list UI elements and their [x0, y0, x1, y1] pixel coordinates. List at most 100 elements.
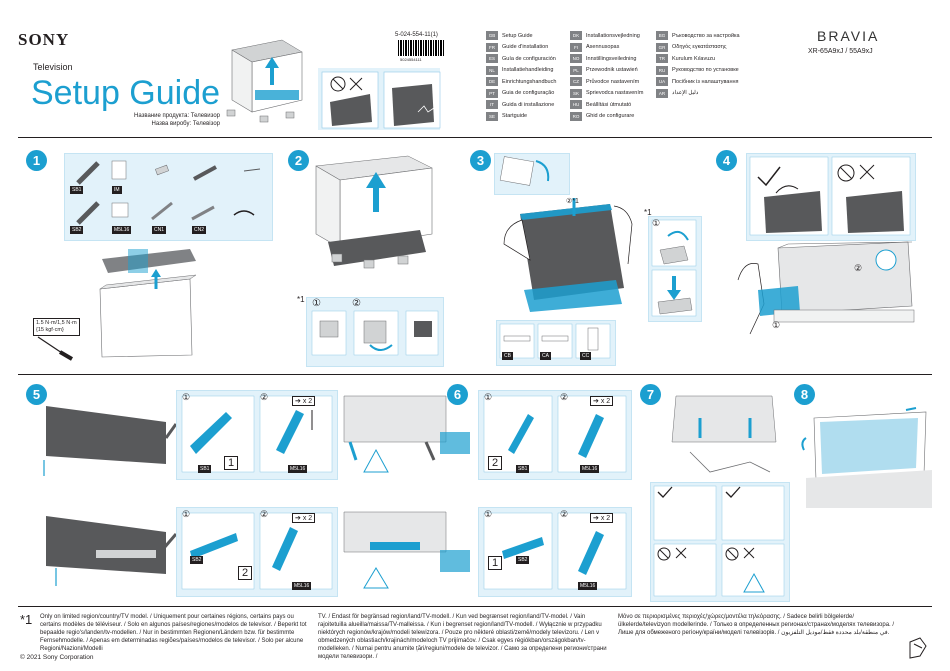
screw-count: ➔ x 2	[590, 513, 614, 523]
part-tag-sb1: SB1	[516, 465, 530, 473]
lang-code: TR	[656, 54, 668, 64]
page-title: Setup Guide	[31, 74, 221, 112]
part-tag-sb2: SB2	[190, 556, 204, 564]
copyright: © 2021 Sony Corporation	[20, 654, 94, 661]
substep-1-label: ①	[484, 392, 493, 402]
lang-label: Sprievodca nastavením	[586, 90, 644, 97]
part-tag-sb1: SB1	[198, 465, 212, 473]
part-tag-m5l16: M5L16	[578, 582, 598, 590]
lang-row: FI Asennusopas	[570, 42, 643, 54]
part-number: 5-024-554-11(1)	[395, 32, 438, 38]
lang-label: Οδηγός εγκατάστασης	[672, 44, 727, 51]
step-order-box: 2	[488, 456, 503, 470]
step-number: 1	[26, 150, 47, 171]
step6-attach-detail-bottom	[483, 512, 627, 590]
step3-substep-2: ②*1	[566, 197, 579, 205]
lang-code: RO	[570, 111, 582, 121]
step-number: 7	[640, 384, 661, 405]
part-tag-im: IM	[112, 186, 122, 194]
lang-row: TR Kurulum Kılavuzu	[656, 53, 740, 65]
lang-label: Посібник із налаштування	[672, 78, 739, 85]
lang-code: IT	[486, 100, 498, 110]
lang-label: Guia de configuração	[502, 90, 555, 97]
lang-label: Startguide	[502, 113, 528, 120]
substep-1-label: ①	[312, 298, 321, 309]
footnote-marker: *1	[572, 198, 579, 205]
step6-packaging-parts-top	[440, 432, 470, 454]
screw-count-text: x 2	[302, 515, 313, 522]
substep-2-label: ②	[560, 509, 569, 519]
lang-code: BG	[656, 31, 668, 41]
step1-parts-panel	[64, 153, 273, 241]
substep-2-label: ②	[260, 392, 269, 402]
screwdriver-icon	[37, 336, 74, 361]
part-tag-cb: CB	[502, 352, 513, 360]
lang-label: Ръководство за настройка	[672, 32, 740, 39]
lang-row: SE Startguide	[486, 111, 556, 123]
step3-tilt-detail	[499, 156, 550, 186]
product-names: Название продукта: Телевизор Назва вироб…	[130, 112, 220, 128]
part-tag-m5l16: M5L16	[292, 582, 312, 590]
substep-1-label: ①	[484, 509, 493, 519]
screw-count: ➔ x 2	[292, 513, 316, 523]
lang-code: ES	[486, 54, 498, 64]
substep-1-label: ①	[182, 392, 191, 402]
part-tag-m5l16: M5L16	[580, 465, 600, 473]
lang-code: FI	[570, 42, 582, 52]
footer-divider	[18, 606, 932, 607]
bravia-logo: BRAVIA	[817, 28, 880, 44]
model-number: XR-65A9xJ / 55A9xJ	[808, 48, 873, 55]
unpack-illustration	[226, 39, 303, 123]
lang-code: NO	[570, 54, 582, 64]
lang-label: Kurulum Kılavuzu	[672, 55, 716, 62]
substep-2-label: ②	[352, 298, 361, 309]
step-number: 5	[26, 384, 47, 405]
part-tag-sb2: SB2	[516, 556, 530, 564]
lang-label: Innstillingsveiledning	[586, 55, 637, 62]
lang-label: Asennusopas	[586, 44, 620, 51]
barcode	[398, 40, 444, 56]
lang-row: BG Ръководство за настройка	[656, 30, 740, 42]
step6-packaging-parts-bottom	[440, 550, 470, 572]
screw-count-text: x 2	[302, 398, 313, 405]
lang-code: SE	[486, 111, 498, 121]
lang-code: PT	[486, 88, 498, 98]
product-name-ua: Назва виробу: Телевізор	[151, 121, 220, 127]
screw-count: ➔ x 2	[590, 396, 614, 406]
lang-code: GR	[656, 42, 668, 52]
lang-label: Einrichtungshandbuch	[502, 78, 557, 85]
part-tag-sb1: SB1	[70, 186, 84, 194]
step5-tv-stand-position-2	[46, 516, 178, 586]
footnote-mark: *1	[20, 612, 33, 627]
torque-kgf: {15 kgf·cm}	[36, 327, 64, 333]
part-tag-sb2: SB2	[70, 226, 84, 234]
footnote-column-3: Μόνο σε περιορισμένες περιοχές/χώρες/μον…	[618, 614, 895, 636]
step5-stand-rear-view-bottom	[343, 511, 447, 589]
step5-attach-detail-top	[181, 395, 333, 473]
lang-label: Průvodce nastavením	[586, 78, 640, 85]
footnote-marker: *1	[644, 208, 652, 217]
step5-tv-stand-position-1	[43, 406, 178, 476]
recycling-icon	[909, 637, 927, 659]
part-tag-ca: CA	[540, 352, 551, 360]
lang-label: Ghid de configurare	[586, 113, 635, 120]
step2-lift-box-illustration	[315, 155, 433, 269]
lang-label: Руководство по установке	[672, 67, 739, 74]
footnote-column-1: Only on limited region/country/TV model.…	[40, 614, 307, 652]
lang-label: Setup Guide	[502, 32, 533, 39]
lang-code: PL	[570, 65, 582, 75]
lang-label: Installatiehandleiding	[502, 67, 554, 74]
step-order-box: 2	[238, 566, 253, 580]
step1-soundbar-illustration	[99, 249, 197, 358]
sony-logo: SONY	[18, 30, 70, 49]
product-name-ru: Название продукта: Телевизор	[133, 113, 220, 119]
step3-remove-tv-illustration	[503, 198, 633, 312]
